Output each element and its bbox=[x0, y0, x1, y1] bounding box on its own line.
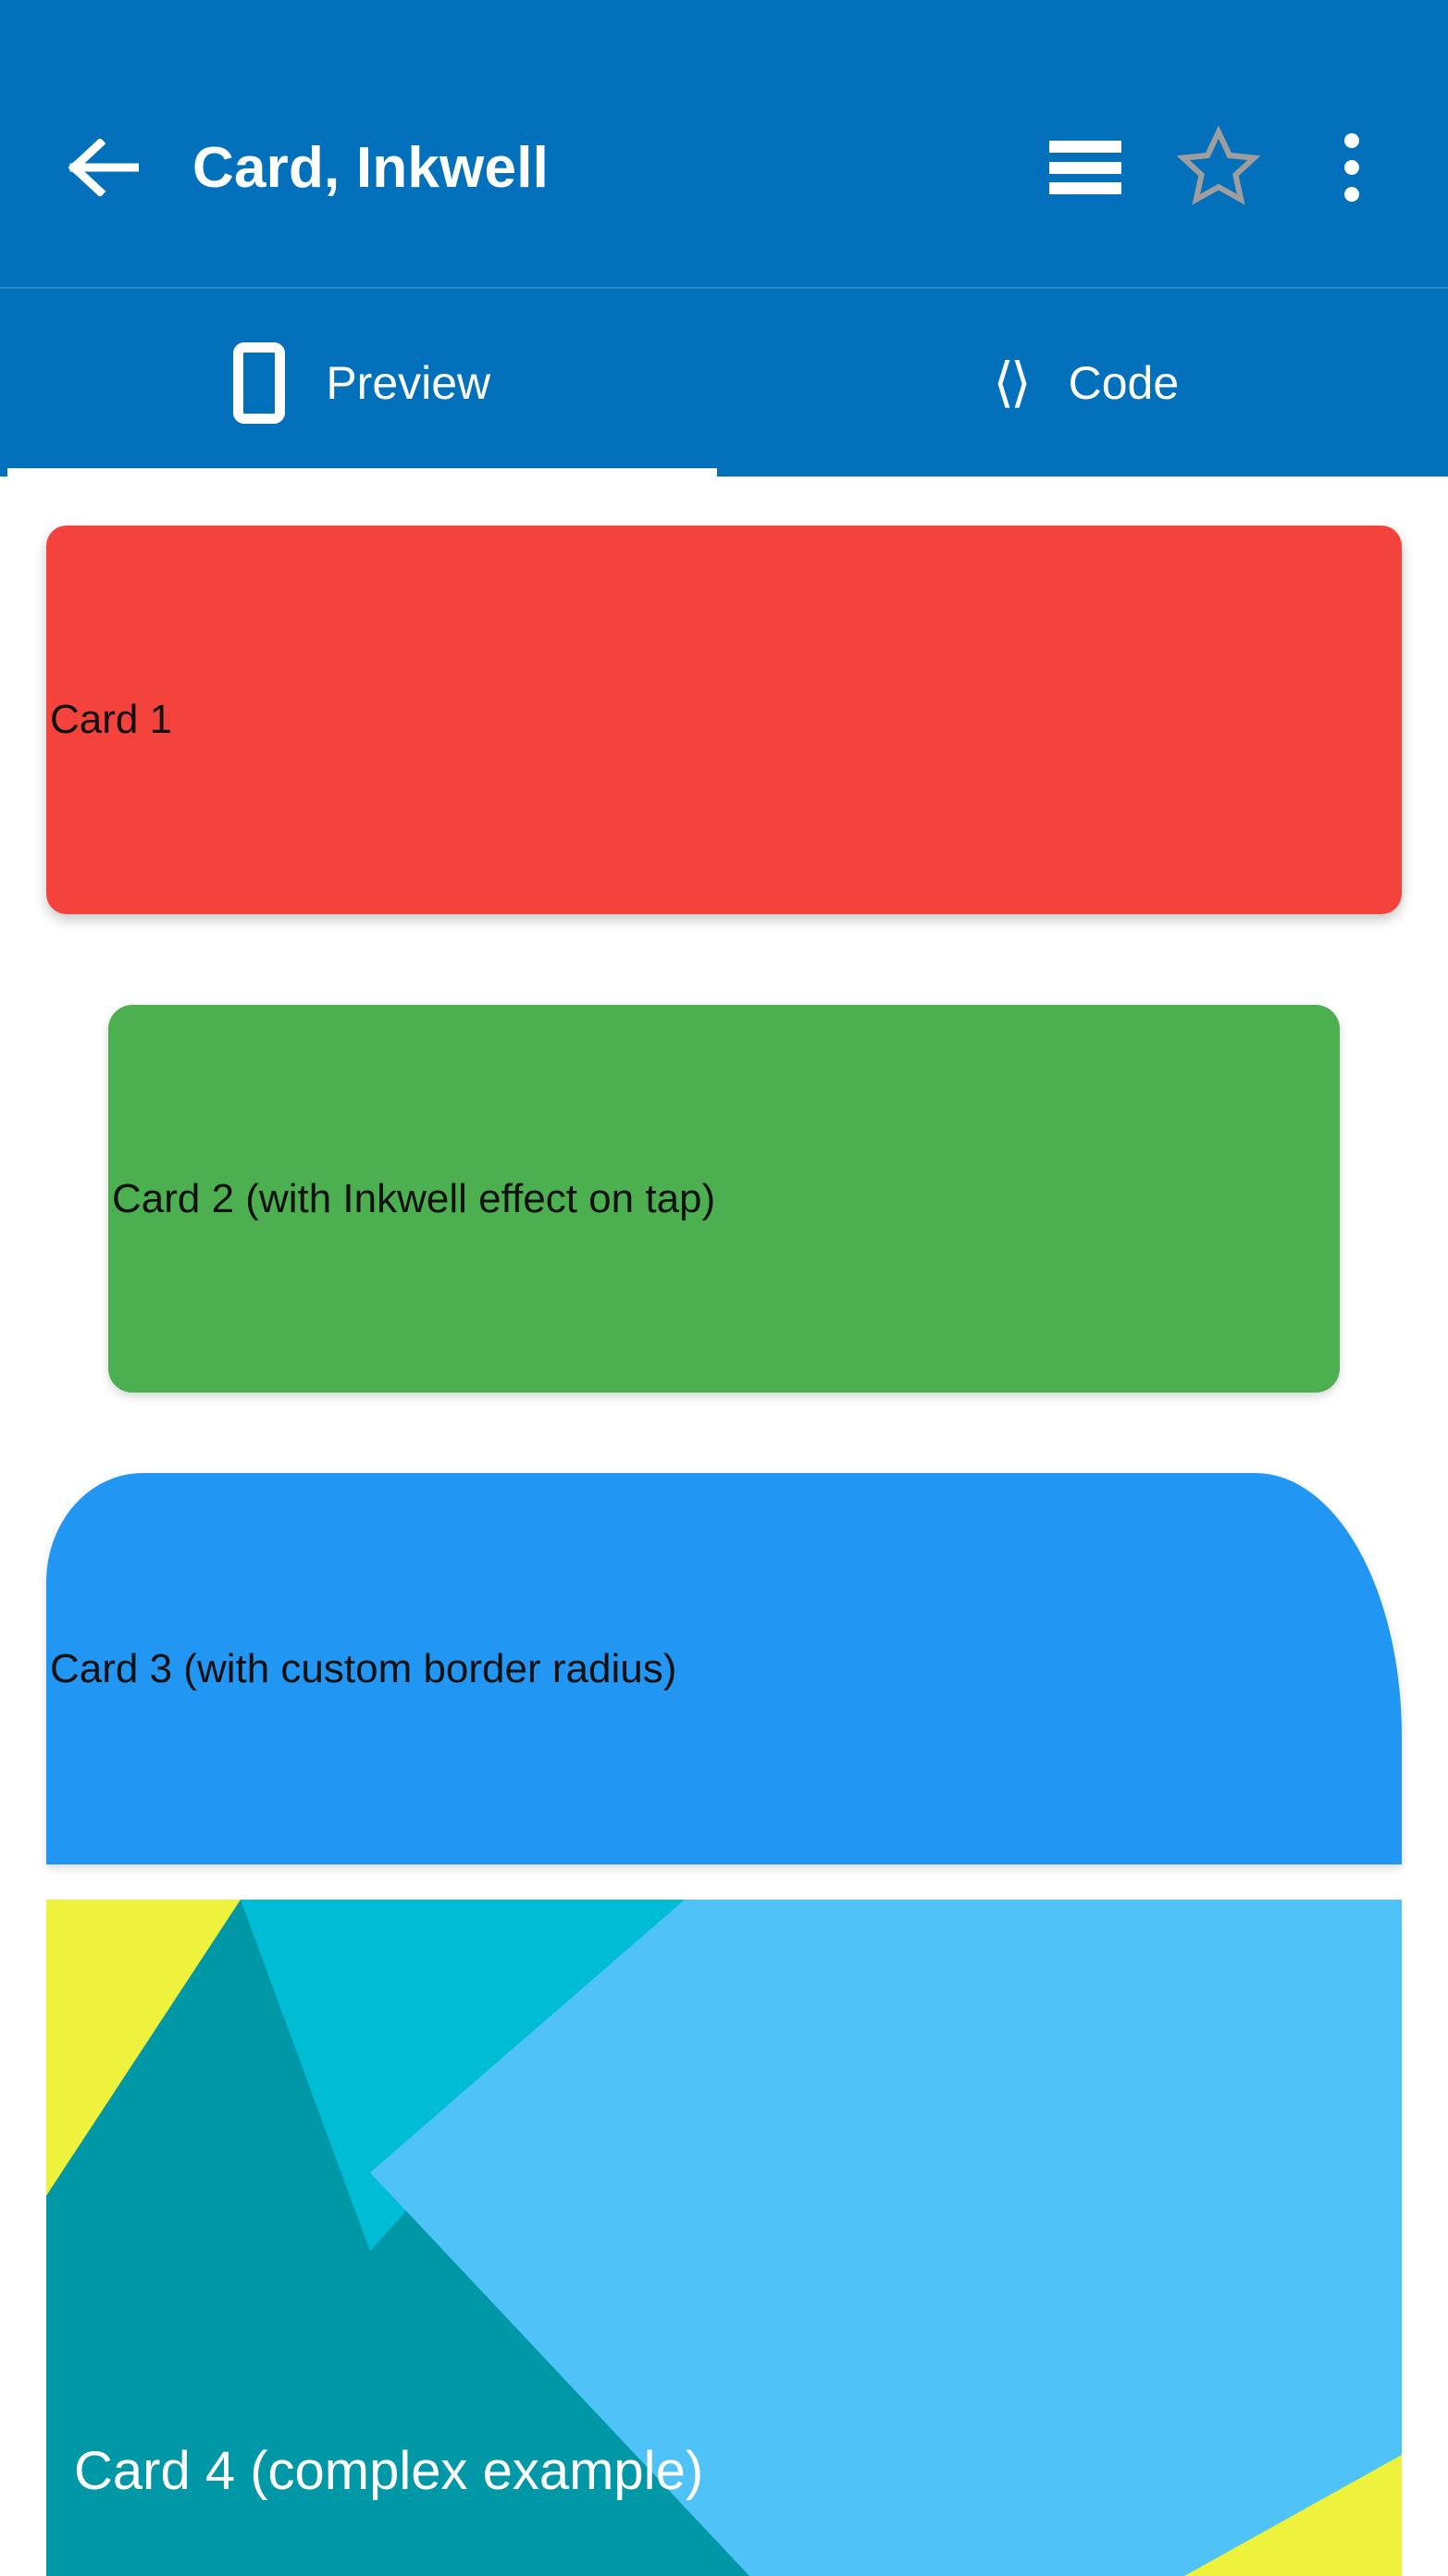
card-4-geometric-pattern bbox=[46, 1900, 1402, 2576]
star-outline-icon bbox=[1176, 125, 1261, 205]
tab-bar: Preview ⟨⟩ Code bbox=[0, 287, 1448, 477]
favorite-button[interactable] bbox=[1163, 112, 1274, 223]
hamburger-menu-icon bbox=[1049, 141, 1121, 194]
card-4-label: Card 4 (complex example) bbox=[74, 2441, 704, 2501]
arrow-left-icon bbox=[68, 139, 139, 196]
page-title: Card, Inkwell bbox=[192, 135, 550, 200]
card-1-label: Card 1 bbox=[50, 697, 173, 742]
overflow-dots-icon bbox=[1344, 133, 1359, 202]
tab-preview[interactable]: Preview bbox=[0, 289, 724, 477]
app-bar: Card, Inkwell bbox=[0, 48, 1448, 287]
tab-code-label: Code bbox=[1068, 356, 1180, 409]
tab-code[interactable]: ⟨⟩ Code bbox=[724, 289, 1448, 477]
tab-active-indicator bbox=[7, 468, 717, 477]
card-3-custom-radius[interactable]: Card 3 (with custom border radius) bbox=[46, 1473, 1402, 1864]
back-button[interactable] bbox=[48, 112, 159, 223]
card-4-complex[interactable]: Card 4 (complex example) bbox=[46, 1900, 1402, 2576]
angle-brackets-icon: ⟨⟩ bbox=[993, 352, 1031, 413]
tab-preview-label: Preview bbox=[326, 356, 491, 409]
smartphone-icon bbox=[233, 341, 286, 424]
status-bar bbox=[0, 0, 1448, 48]
overflow-menu-button[interactable] bbox=[1296, 112, 1407, 223]
hamburger-menu-button[interactable] bbox=[1030, 112, 1141, 223]
preview-content: Card 1 Card 2 (with Inkwell effect on ta… bbox=[0, 477, 1448, 2576]
card-2-inkwell[interactable]: Card 2 (with Inkwell effect on tap) bbox=[108, 1005, 1340, 1393]
card-3-label: Card 3 (with custom border radius) bbox=[50, 1645, 677, 1691]
card-2-label: Card 2 (with Inkwell effect on tap) bbox=[112, 1175, 716, 1221]
card-1[interactable]: Card 1 bbox=[46, 526, 1402, 914]
